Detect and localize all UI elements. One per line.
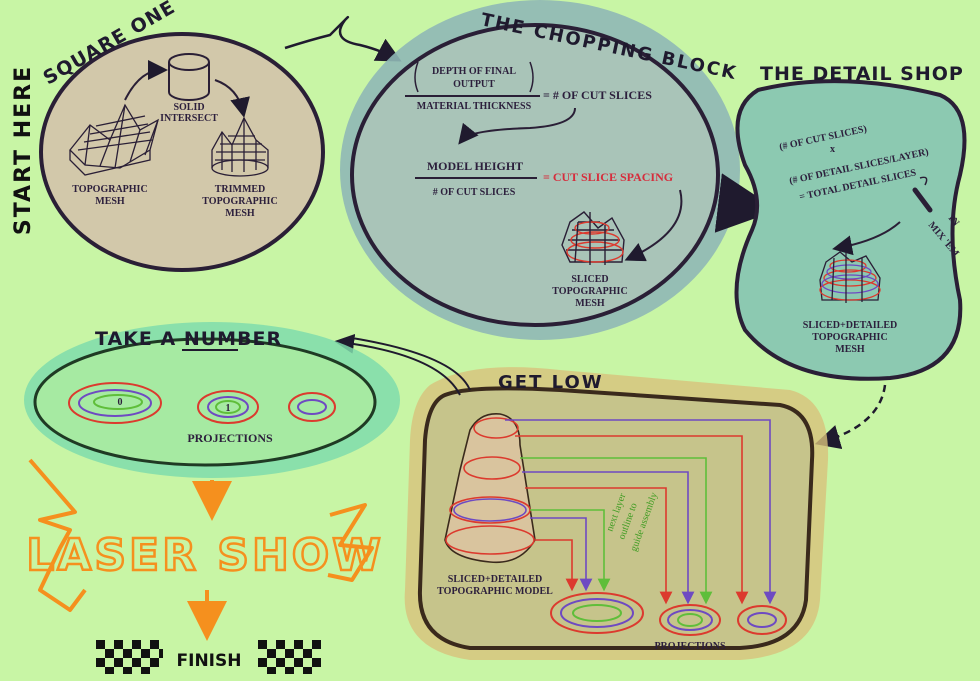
arrow-eq1-to-eq2: [458, 107, 576, 145]
take-a-number-section: TAKE A NUMBER 0 1 PROJECTIONS: [24, 322, 400, 478]
number-0: 0: [118, 397, 123, 408]
detailed-label-2: TOPOGRAPHIC: [812, 332, 887, 343]
topographic-mesh-icon: [69, 103, 160, 176]
detail-shop-section: THE DETAIL SHOP (# OF CUT SLICES) x (# O…: [734, 63, 967, 381]
detail-shop-title: THE DETAIL SHOP: [760, 63, 964, 85]
square-one-circle: [39, 32, 325, 272]
sliced-label-2: TOPOGRAPHIC: [552, 286, 627, 297]
detail-shop-blob: [734, 79, 967, 381]
solid-label-1: SOLID: [173, 102, 204, 113]
laser-show-section: LASER SHOW: [25, 458, 384, 612]
detailed-label-3: MESH: [835, 344, 865, 355]
eq2-denominator: # OF CUT SLICES: [433, 187, 516, 198]
eq2-result: = CUT SLICE SPACING: [543, 170, 673, 184]
eq1-result: = # OF CUT SLICES: [543, 88, 652, 102]
laser-bolt-left: [28, 458, 87, 612]
chopping-block-section: THE CHOPPING BLOCK DEPTH OF FINAL OUTPUT…: [340, 0, 740, 340]
finish-section: FINISH: [96, 640, 321, 674]
arrow-to-sliced-mesh: [624, 189, 683, 262]
trimmed-label-2: TOPOGRAPHIC: [202, 196, 277, 207]
sliced-label-3: MESH: [575, 298, 605, 309]
finish-label: FINISH: [177, 651, 242, 671]
detailed-mesh-icon: [819, 251, 881, 303]
eq1-numerator-1: DEPTH OF FINAL: [432, 66, 516, 77]
detail-line-2: x: [830, 144, 835, 155]
eq2-numerator: MODEL HEIGHT: [427, 159, 523, 173]
topo-label-1: TOPOGRAPHIC: [72, 184, 147, 195]
eq1-denominator: MATERIAL THICKNESS: [417, 101, 532, 112]
model-label-2: TOPOGRAPHIC MODEL: [437, 586, 553, 597]
get-low-projections-label: PROJECTIONS: [654, 641, 726, 652]
solid-label-2: INTERSECT: [160, 113, 218, 124]
eq1-numerator-2: OUTPUT: [453, 79, 495, 90]
topo-label-2: MESH: [95, 196, 125, 207]
get-low-title: GET LOW: [498, 372, 604, 393]
laser-show-label: LASER SHOW: [26, 530, 384, 581]
square-one-section: SQUARE ONE SOLID INTERSECT TOPOGRAPHIC M…: [39, 0, 325, 272]
cylinder-icon: [168, 53, 210, 101]
take-a-number-title: TAKE A NUMBER: [95, 328, 282, 350]
stacked-model-icon: [444, 413, 536, 564]
get-low-section: GET LOW SLICED+DETAILED TOPOGRAPHIC MODE…: [404, 367, 829, 660]
arrow-to-cylinder: [124, 60, 168, 101]
laser-bolt-right: [327, 503, 374, 582]
arrow-to-take-a-number: [334, 333, 461, 396]
number-projections: [68, 382, 336, 424]
sliced-mesh-icon: [561, 211, 625, 265]
take-a-number-projections: PROJECTIONS: [187, 431, 273, 445]
trimmed-label-3: MESH: [225, 208, 255, 219]
model-label-1: SLICED+DETAILED: [448, 574, 542, 585]
arrow-to-chopping-block: [284, 15, 402, 62]
projection-lines: [505, 419, 777, 605]
checkered-flag-left-icon: [96, 640, 163, 674]
sliced-label-1: SLICED: [571, 274, 608, 285]
trimmed-mesh-icon: [211, 116, 269, 177]
checkered-flag-right-icon: [258, 640, 321, 674]
detailed-label-1: SLICED+DETAILED: [803, 320, 897, 331]
number-1: 1: [226, 403, 231, 414]
take-a-number-ellipse: [33, 337, 377, 467]
get-low-projections: [550, 592, 787, 636]
trimmed-label-1: TRIMMED: [215, 184, 266, 195]
arrow-to-take-a-number-2: [351, 337, 471, 391]
arrow-to-get-low: [814, 384, 887, 450]
arrow-to-trimmed: [214, 79, 250, 118]
pen-icon: [912, 176, 933, 213]
start-here-label: START HERE: [11, 65, 36, 235]
arrow-to-detailed-mesh: [832, 221, 901, 256]
